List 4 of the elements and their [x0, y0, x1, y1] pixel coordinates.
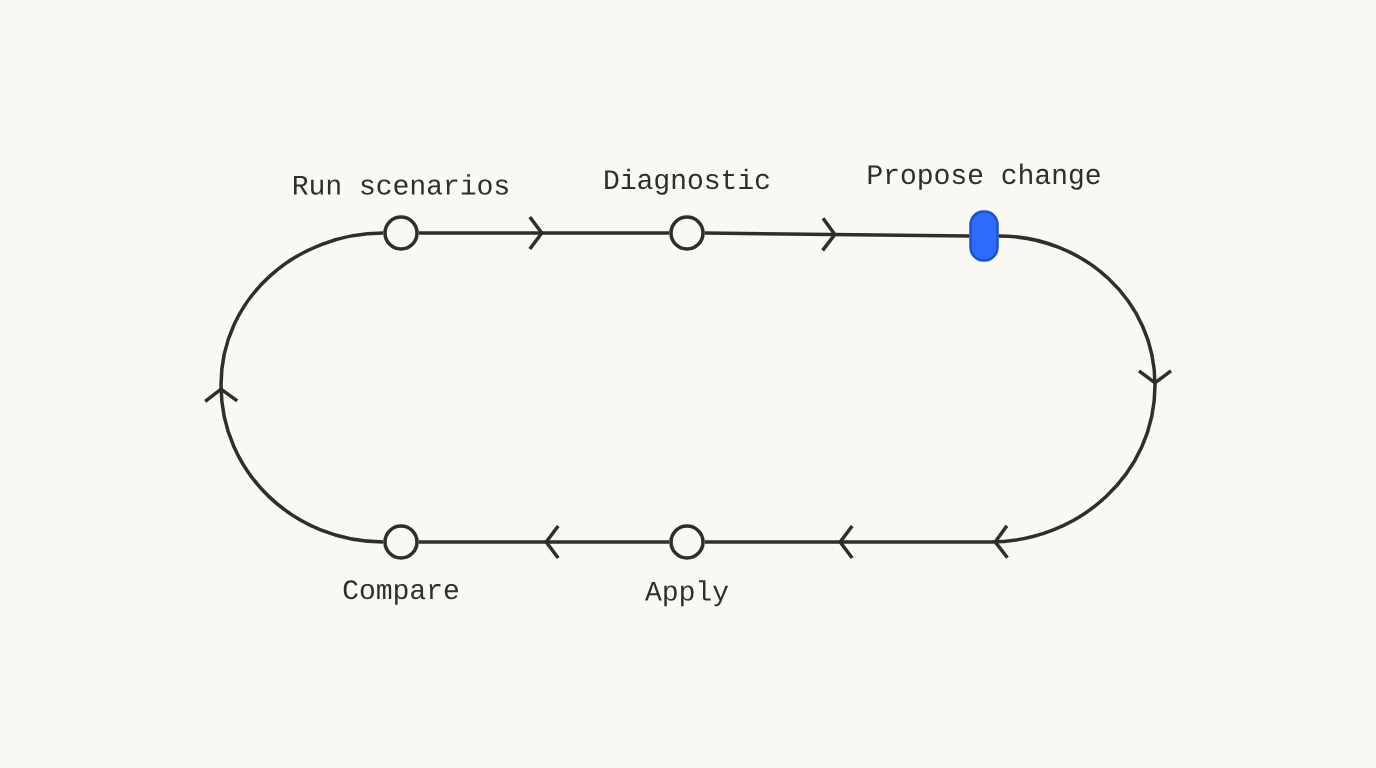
- node-label: Diagnostic: [605, 168, 769, 195]
- node-label: Apply: [645, 580, 729, 607]
- node-label: Compare: [343, 580, 458, 605]
- node-label: Run scenarios: [294, 174, 508, 195]
